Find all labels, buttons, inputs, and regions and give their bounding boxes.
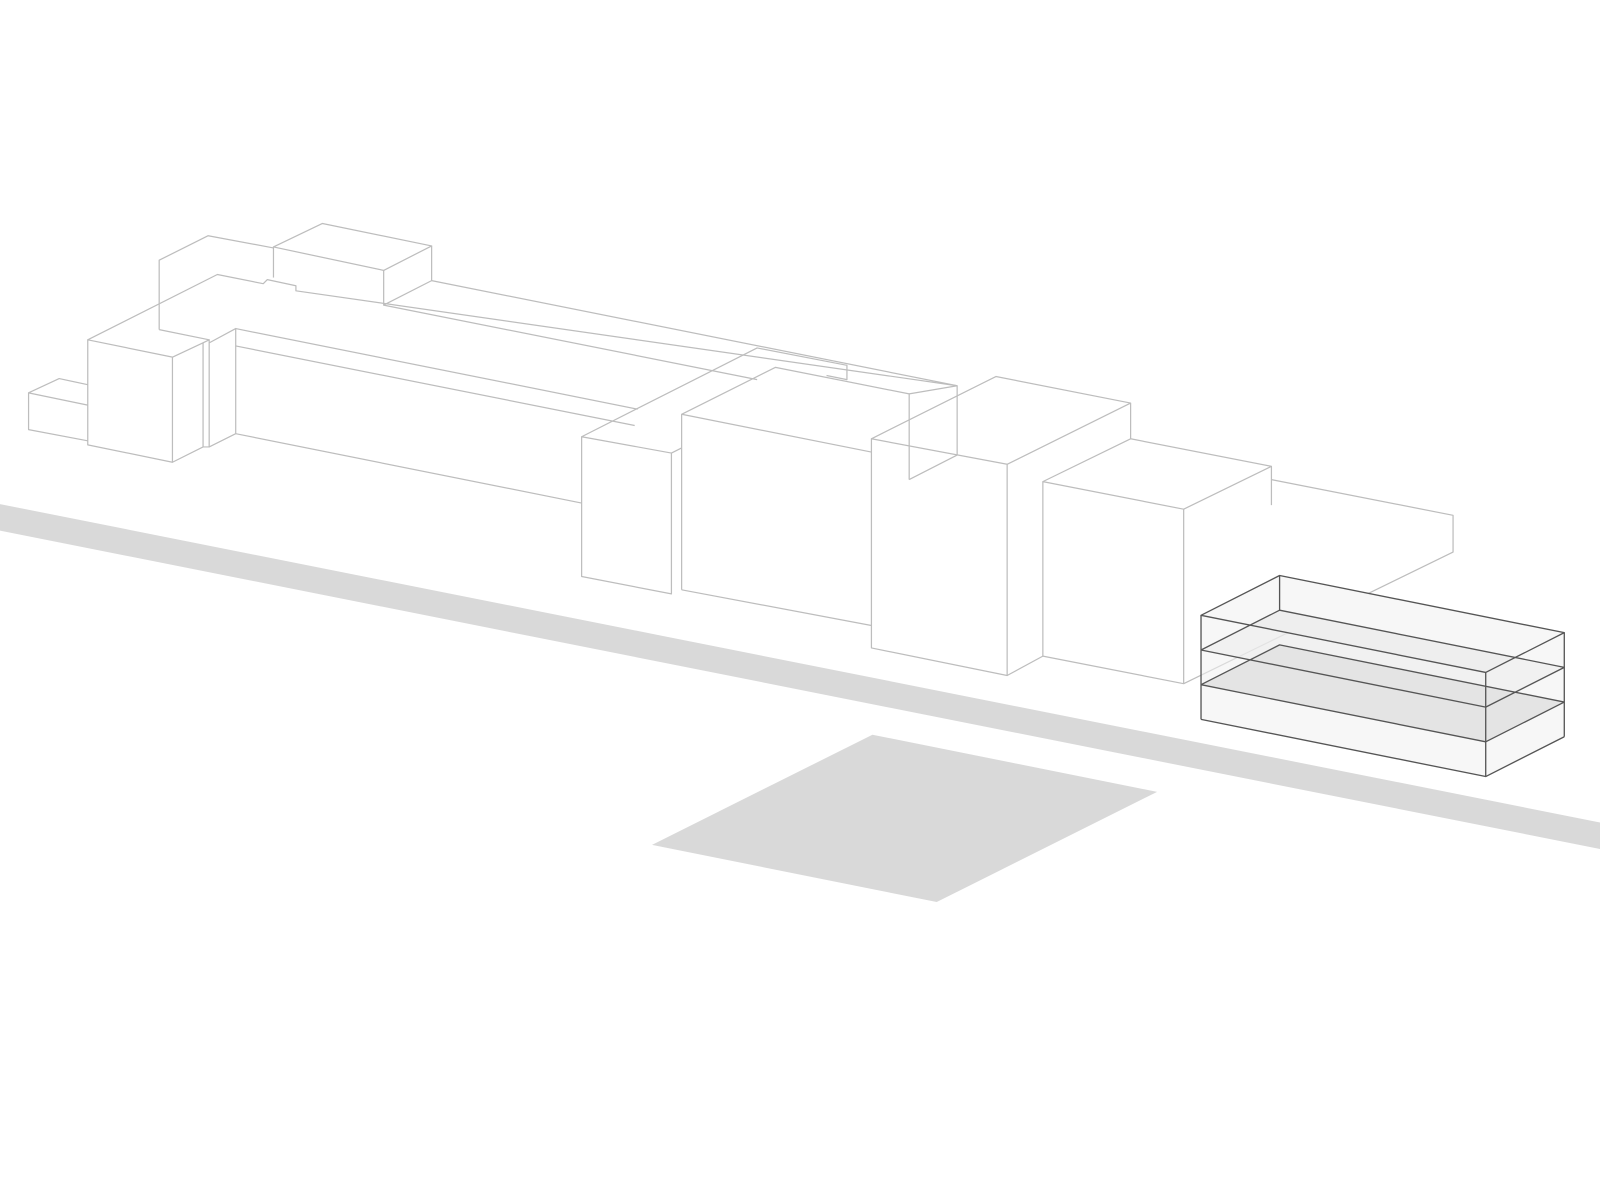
plaza — [652, 734, 1158, 903]
road — [0, 504, 1600, 849]
context-buildings — [27, 222, 1454, 685]
highlighted-building — [1200, 574, 1565, 778]
